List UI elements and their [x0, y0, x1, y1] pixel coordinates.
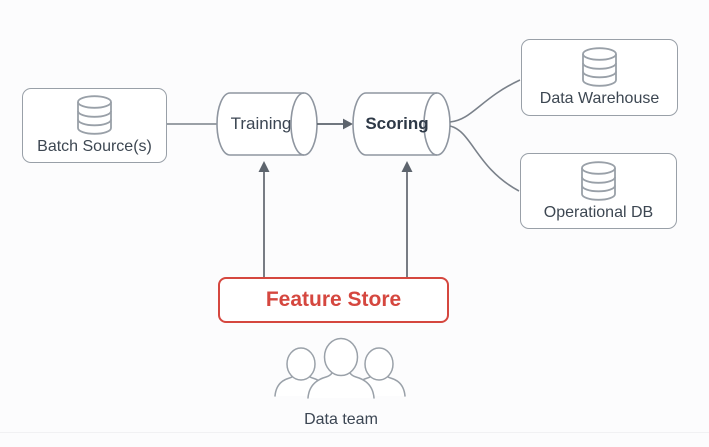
scoring-cylinder-shape	[352, 92, 451, 156]
edge-feature-to-scoring	[401, 161, 413, 277]
edge-scoring-to-warehouse	[449, 79, 521, 123]
training-cylinder-shape	[216, 92, 318, 156]
node-feature-store: Feature Store	[218, 277, 449, 323]
node-operational-db-label: Operational DB	[543, 203, 654, 221]
node-feature-store-label: Feature Store	[265, 288, 402, 311]
bottom-hairline	[0, 432, 709, 433]
database-icon	[582, 47, 617, 87]
database-icon	[77, 95, 112, 135]
edge-feature-to-training	[258, 161, 270, 277]
node-batch-sources-label: Batch Source(s)	[37, 138, 152, 156]
node-data-warehouse-label: Data Warehouse	[539, 90, 660, 108]
edge-training-to-scoring	[317, 118, 353, 130]
database-icon	[581, 161, 616, 201]
node-data-warehouse: Data Warehouse	[521, 39, 678, 116]
node-training-label: Training	[230, 114, 292, 133]
people-icon	[274, 337, 406, 399]
node-operational-db: Operational DB	[520, 153, 677, 229]
edge-scoring-to-operational	[449, 125, 520, 192]
data-team-label: Data team	[304, 411, 378, 428]
node-batch-sources: Batch Source(s)	[22, 88, 167, 163]
node-scoring-label: Scoring	[365, 114, 429, 133]
